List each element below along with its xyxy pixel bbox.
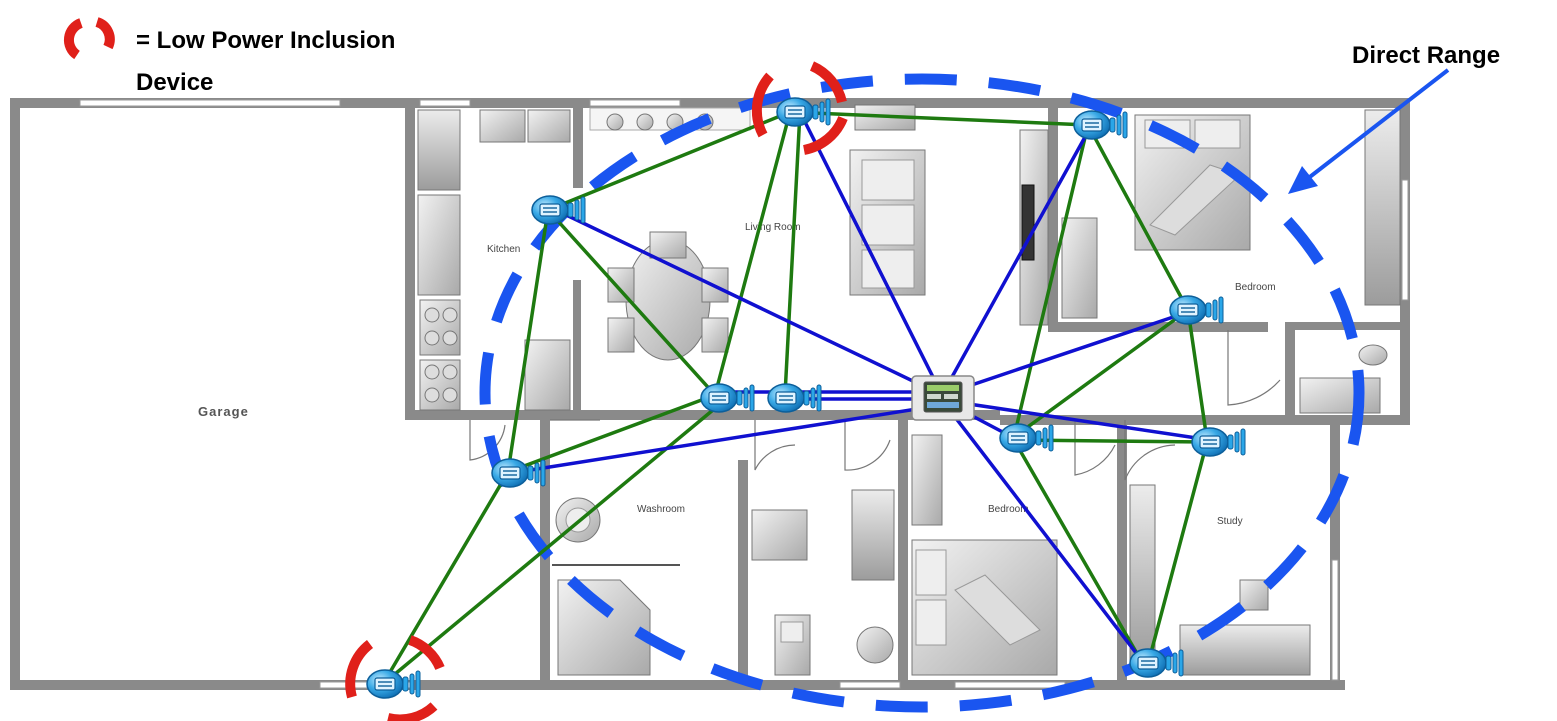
device-nodes [366,97,1246,699]
mesh-link [788,110,1090,127]
direct-range-label: Direct Range [1352,42,1501,69]
zwave-device-icon[interactable] [1191,427,1246,457]
mesh-link [506,393,717,474]
room-label-bedroom-bottom: Bedroom [988,504,1029,515]
direct-link [940,310,1190,397]
low-power-marker [345,635,445,721]
bedroom-top-furniture [1061,109,1401,414]
mesh-link [1086,123,1190,312]
zwave-device-icon[interactable] [700,383,755,413]
doors [469,330,1281,481]
direct-link [798,110,944,397]
mesh-link [713,110,792,397]
mesh-link [381,470,510,686]
mesh-link [506,208,550,474]
direct-range-arrow [1288,68,1450,194]
kitchen-furniture [417,109,571,411]
zwave-device-icon[interactable] [767,383,822,413]
room-label-bedroom-top: Bedroom [1235,282,1276,293]
low-power-marker [751,61,848,155]
room-label-kitchen: Kitchen [487,244,520,255]
bedroom-bottom-furniture [911,434,1058,676]
mesh-link [546,110,792,212]
direct-range-ellipse [479,73,1365,713]
zwave-device-icon[interactable] [531,195,586,225]
low-power-markers [345,61,848,721]
mesh-link [1012,123,1090,439]
room-label-washroom: Washroom [637,504,685,515]
zwave-device-icon[interactable] [491,458,546,488]
zwave-device-icon[interactable] [999,423,1054,453]
low-power-bracket-icon [63,17,115,60]
zwave-device-icon[interactable] [1169,295,1224,325]
room-label-garage: Garage [198,404,249,419]
direct-link [940,398,1145,664]
zwave-device-icon[interactable] [1129,648,1184,678]
bath2-furniture [751,489,895,676]
zwave-device-icon[interactable] [1073,110,1128,140]
direct-link [940,126,1092,397]
living-room-furniture [589,104,1049,361]
zwave-device-icon[interactable] [366,669,421,699]
study-furniture [1129,484,1311,676]
controller-hub-icon[interactable] [911,375,975,421]
mesh-link [1186,308,1209,442]
zwave-device-icon[interactable] [776,97,831,127]
legend-line-2: Device [136,69,214,96]
mesh-link [783,110,802,397]
mesh-link [1146,440,1209,666]
direct-links [516,110,1212,664]
direct-link [940,398,1212,442]
mesh-link [1012,438,1145,666]
floor-plan: Garage Kitchen Living Room Bedroom Washr… [10,98,1410,690]
room-label-living-room: Living Room [745,222,801,233]
mesh-link [381,398,727,686]
direct-link [516,403,944,474]
direct-link [558,210,944,397]
legend-line-1: = Low Power Inclusion [136,27,396,54]
room-label-study: Study [1217,516,1243,527]
mesh-link [546,208,717,397]
